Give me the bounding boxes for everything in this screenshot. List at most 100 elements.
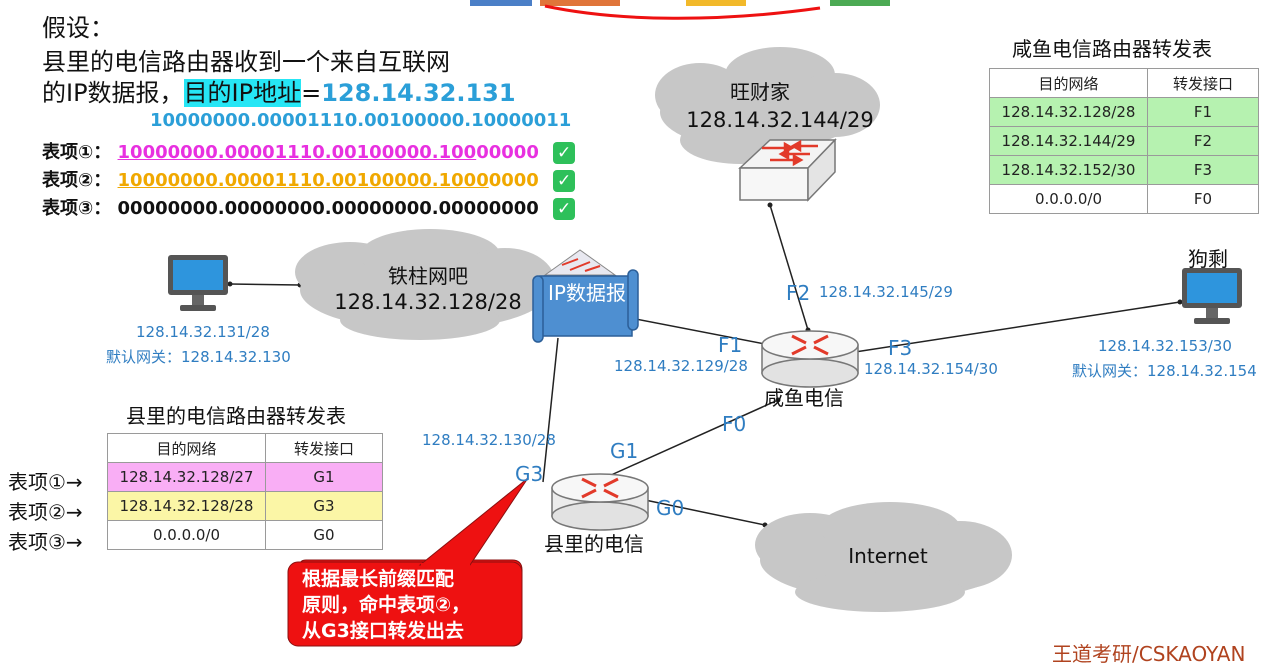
row-net: 128.14.32.144/29 [989,126,1148,156]
checkmark-icon: ✓ [553,198,576,220]
table-row: 0.0.0.0/0 F0 [989,184,1259,214]
row-net: 128.14.32.152/30 [989,155,1148,185]
xianyu-forwarding-table: 目的网络 转发接口 128.14.32.128/28 F1 128.14.32.… [989,68,1259,214]
equals-sign: = [301,79,322,107]
ip-datagram-label: IP数据报 [548,281,626,305]
row-iface: G0 [265,520,383,550]
port-g1: G1 [610,439,639,463]
county-table-title: 县里的电信路由器转发表 [126,404,346,428]
goushen-ip: 128.14.32.153/30 [1098,337,1232,355]
table-row: 128.14.32.144/29 F2 [989,126,1259,156]
port-g3-ip: 128.14.32.130/28 [422,431,556,449]
row-net: 0.0.0.0/0 [989,184,1148,214]
county-row-label-3: 表项③→ [8,530,83,554]
callout-line3: 从G3接口转发出去 [302,620,464,642]
top-bar-green [830,0,890,6]
table-row: 128.14.32.128/28 F1 [989,97,1259,127]
entry-1-matched: 10000000.00001110.00100000.100 [117,142,477,163]
table-row: 128.14.32.128/27 G1 [107,462,383,492]
link-tiezhu-county [542,337,559,483]
goushen-gateway: 默认网关：128.14.32.154 [1072,362,1257,380]
entry-3-binary: 00000000.00000000.00000000.00000000 [118,198,539,219]
link-county-internet [644,499,766,526]
red-scribble [544,4,821,20]
port-f3-ip: 128.14.32.154/30 [864,360,998,378]
table-header-row: 目的网络 转发接口 [989,68,1259,98]
callout-line1: 根据最长前缀匹配 [302,568,455,590]
port-g3: G3 [515,462,544,486]
entry-1-label: 表项①： [42,142,112,163]
tiezhu-name: 铁柱网吧 [388,264,468,288]
table-row: 128.14.32.128/28 G3 [107,491,383,521]
top-bar-yellow [686,0,746,6]
internet-name: Internet [848,544,928,568]
row-iface: G3 [265,491,383,521]
left-host-ip: 128.14.32.131/28 [136,323,270,341]
switch-icon [738,138,837,202]
port-g0: G0 [656,496,685,520]
table-row: 128.14.32.152/30 F3 [989,155,1259,185]
left-host-gateway: 默认网关：128.14.32.130 [106,348,291,366]
table-row: 0.0.0.0/0 G0 [107,520,383,550]
ip-datagram-icon [532,249,639,343]
router-county-name: 县里的电信 [544,532,644,556]
wangcaijia-name: 旺财家 [730,80,790,104]
router-xianyu-icon [761,330,859,388]
dest-ip-binary: 10000000.00001110.00100000.10000011 [150,110,572,131]
entry-3-rest: 00000000.00000000.00000000.00000000 [117,198,539,219]
checkmark-icon: ✓ [553,170,576,192]
cloud-internet [755,502,1012,612]
row-net: 128.14.32.128/28 [107,491,266,521]
link-tiezhu-xianyu [619,315,771,346]
row-net: 0.0.0.0/0 [107,520,266,550]
router-xianyu-name: 咸鱼电信 [764,386,844,410]
computer-left-icon [168,255,228,311]
entry-2-binary: 10000000.00001110.00100000.10000000 [118,170,539,191]
entry-2-label: 表项②： [42,170,112,191]
header-dest-network: 目的网络 [989,68,1148,98]
dest-ip-value: 128.14.32.131 [321,79,516,107]
port-f1-ip: 128.14.32.129/28 [614,357,748,375]
row-iface: F2 [1147,126,1259,156]
entry-2-matched: 10000000.00001110.00100000.1000 [117,170,489,191]
dest-ip-label: 目的IP地址 [183,79,302,107]
port-f0: F0 [722,412,747,436]
county-forwarding-table: 目的网络 转发接口 128.14.32.128/27 G1 128.14.32.… [107,433,383,550]
header-interface: 转发接口 [265,433,383,463]
port-f3: F3 [888,336,913,360]
row-iface: F3 [1147,155,1259,185]
assumption-title: 假设： [42,14,114,42]
link-switch-xianyu [769,204,809,331]
entry-1-rest: 00000 [476,142,539,163]
top-bar-orange [540,0,620,6]
goushen-name: 狗剩 [1188,247,1228,271]
row-net: 128.14.32.128/28 [989,97,1148,127]
watermark: 王道考研/CSKAOYAN [1052,642,1246,666]
link-host-tiezhu [229,283,301,286]
wangcaijia-network: 128.14.32.144/29 [686,108,874,132]
computer-goushen-icon [1182,268,1242,324]
assumption-line1: 县里的电信路由器收到一个来自互联网 [42,48,450,76]
entry-1-row: 表项①： 10000000.00001110.00100000.10000000… [42,138,576,164]
xianyu-table-title: 咸鱼电信路由器转发表 [1012,37,1212,61]
link-xianyu-goushen [854,301,1181,353]
assumption-line2: 的IP数据报，目的IP地址=128.14.32.131 [42,73,516,108]
cloud-wangcaijia [655,47,880,164]
county-row-label-2: 表项②→ [8,500,83,524]
row-net: 128.14.32.128/27 [107,462,266,492]
cloud-tiezhu [295,229,555,340]
port-f2: F2 [786,281,811,305]
header-dest-network: 目的网络 [107,433,266,463]
entry-3-row: 表项③： 00000000.00000000.00000000.00000000… [42,194,576,220]
entry-1-binary: 10000000.00001110.00100000.10000000 [118,142,539,163]
table-header-row: 目的网络 转发接口 [107,433,383,463]
port-f1: F1 [718,333,743,357]
callout-bubble [287,477,529,647]
checkmark-icon: ✓ [553,142,576,164]
row-iface: F1 [1147,97,1259,127]
entry-2-rest: 0000 [488,170,539,191]
header-interface: 转发接口 [1147,68,1259,98]
tiezhu-network: 128.14.32.128/28 [334,290,522,314]
entry-2-row: 表项②： 10000000.00001110.00100000.10000000… [42,166,576,192]
